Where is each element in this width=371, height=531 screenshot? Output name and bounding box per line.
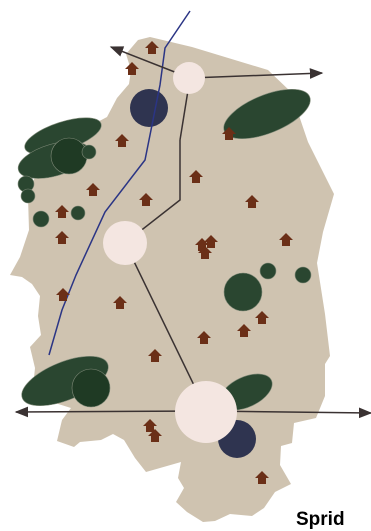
river xyxy=(48,10,191,356)
forest-grove-southwest xyxy=(71,368,111,408)
road-north-west xyxy=(124,140,181,244)
forest-grove-west xyxy=(50,137,88,175)
forest-patch-6 xyxy=(294,266,312,284)
settlement-south xyxy=(175,381,237,443)
forest-northeast xyxy=(223,89,311,139)
forest-areas xyxy=(17,89,312,411)
forest-patch-4 xyxy=(70,205,86,221)
settlement-north xyxy=(173,62,205,94)
lake-north xyxy=(130,89,168,127)
road-arrow-west xyxy=(14,406,207,418)
forest-patch-5 xyxy=(259,262,277,280)
forest-southwest xyxy=(21,356,109,406)
forest-grove-center xyxy=(223,272,263,312)
map-caption: Sprid xyxy=(296,509,345,530)
forest-patch-3 xyxy=(32,210,50,228)
forest-patch-2 xyxy=(20,188,36,204)
settlement-center xyxy=(103,221,147,265)
road-arrow-northeast xyxy=(189,68,324,79)
forest-grove-small xyxy=(81,144,97,160)
road-center-south xyxy=(124,242,207,411)
